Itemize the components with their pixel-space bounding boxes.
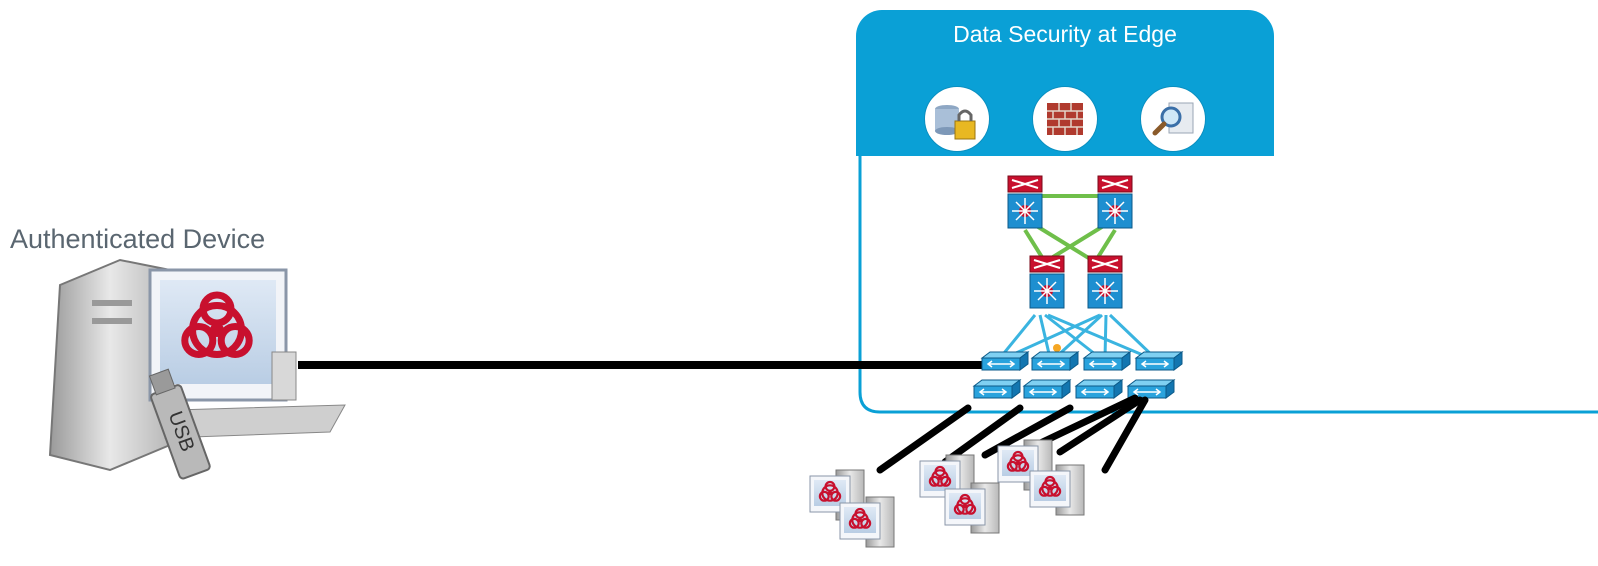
link-junction-dot [1053, 344, 1061, 352]
authenticated-device-label: Authenticated Device [10, 224, 266, 254]
core-switch-left [1007, 175, 1043, 229]
magnifier-inspection-icon [1140, 86, 1206, 152]
core-switch-right [1097, 175, 1133, 229]
distribution-switch-right [1087, 255, 1123, 309]
usb-drive-icon: USB [148, 368, 211, 480]
edge-panel-outline [858, 10, 1598, 414]
infected-hosts [810, 440, 1084, 547]
distribution-links [998, 313, 1157, 360]
access-switch-stack [973, 351, 1183, 399]
authenticated-device-pc: USB [48, 258, 346, 480]
edge-panel-title: Data Security at Edge [953, 21, 1177, 47]
firewall-icon [1032, 86, 1098, 152]
distribution-switch-left [1029, 255, 1065, 309]
database-lock-icon [924, 86, 990, 152]
